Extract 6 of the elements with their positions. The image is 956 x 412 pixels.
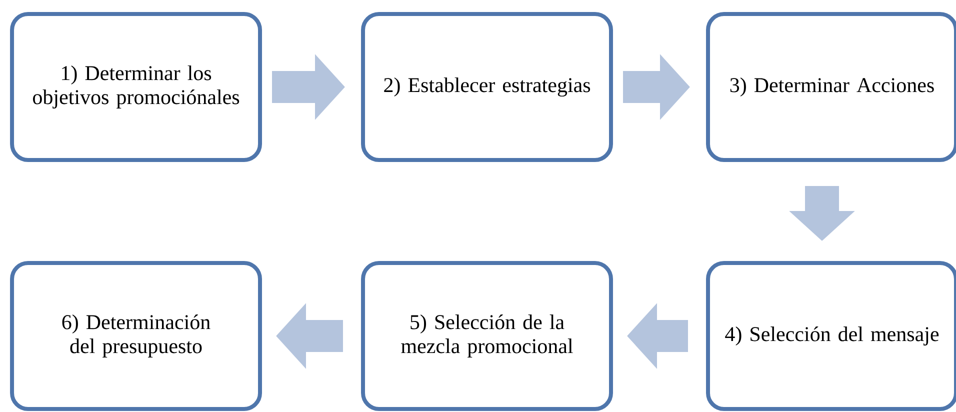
step-box: 5) Selección de la mezcla promocional [361,261,613,411]
step-box: 3) Determinar Acciones [706,12,956,162]
step-box: 1) Determinar los objetivos promociónales [10,12,262,162]
step-box: 2) Establecer estrategias [361,12,613,162]
step-box: 6) Determinación del presupuesto [10,261,262,411]
step-box: 4) Selección del mensaje [706,261,956,411]
